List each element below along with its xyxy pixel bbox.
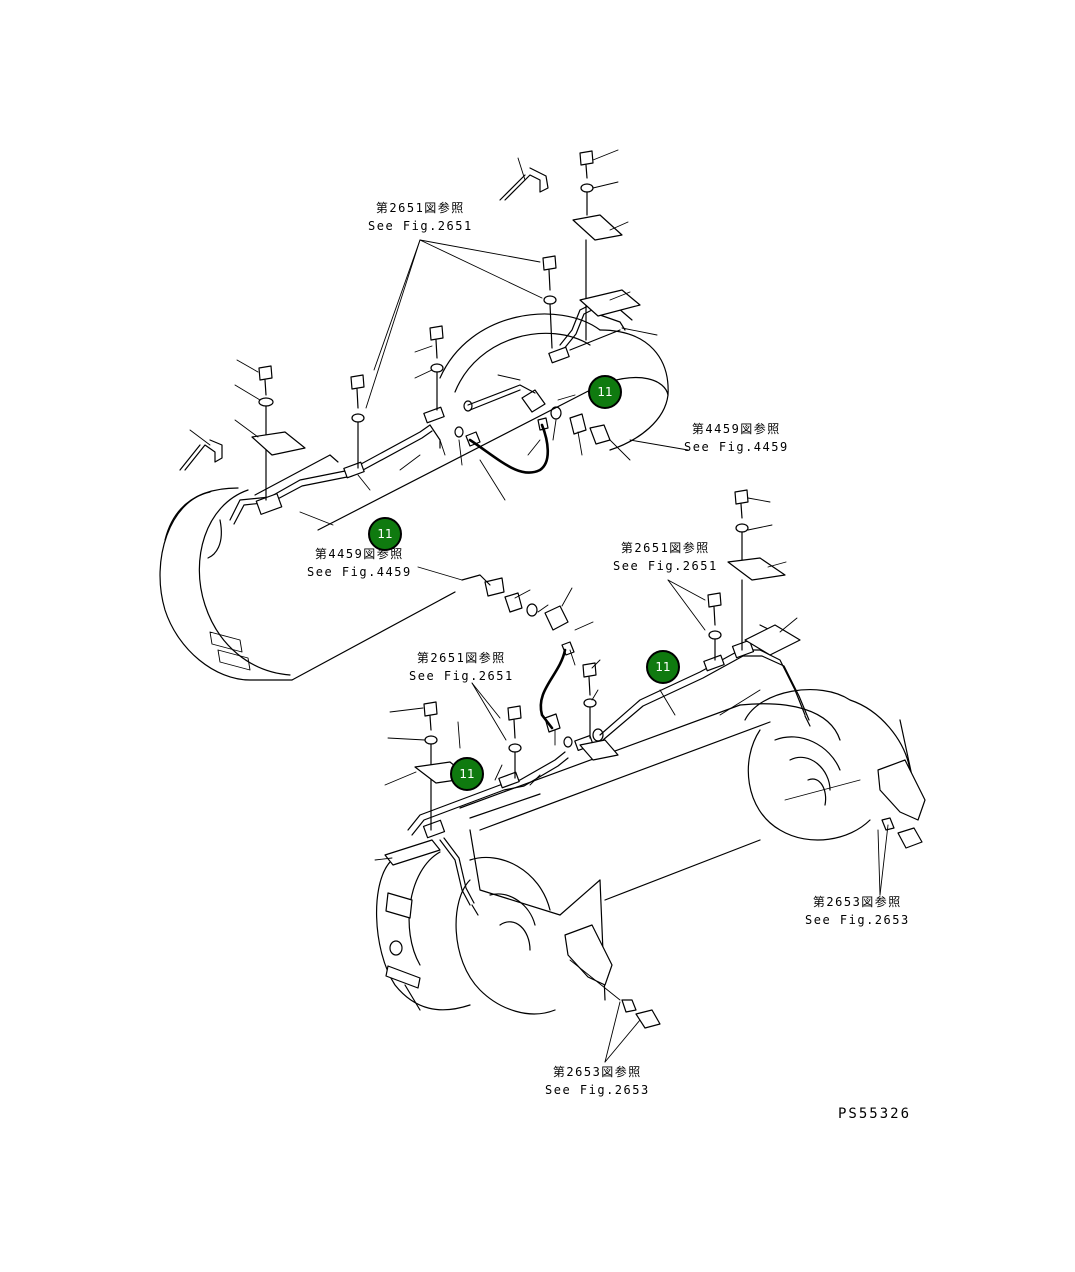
reference-en: See Fig.4459 [684, 440, 789, 454]
lower-fasteners [384, 489, 801, 866]
reference-jp: 第2653図参照 [812, 895, 902, 909]
reference-en: See Fig.4459 [307, 565, 412, 579]
reference-jp: 第2651図参照 [375, 201, 465, 215]
reference-label: 第4459図参照 See Fig.4459 [684, 420, 789, 456]
reference-en: See Fig.2653 [805, 913, 910, 927]
reference-en: See Fig.2651 [409, 669, 514, 683]
reference-label: 第2653図参照 See Fig.2653 [545, 1063, 650, 1099]
upper-fasteners [179, 150, 641, 501]
reference-label: 第2651図参照 See Fig.2651 [368, 199, 473, 235]
part-callout[interactable]: 11 [368, 517, 402, 551]
middle-coupling [461, 574, 594, 746]
upper-leader-lines [189, 149, 689, 601]
part-callout[interactable]: 11 [588, 375, 622, 409]
lower-leader-lines [374, 497, 923, 1063]
reference-jp: 第4459図参照 [691, 422, 781, 436]
reference-jp: 第4459図参照 [314, 547, 404, 561]
reference-en: See Fig.2651 [613, 559, 718, 573]
lower-axle-housing [376, 689, 926, 1015]
reference-label: 第2653図参照 See Fig.2653 [805, 893, 910, 929]
part-callout[interactable]: 11 [646, 650, 680, 684]
part-callout[interactable]: 11 [450, 757, 484, 791]
drawing-number: PS55326 [838, 1106, 912, 1122]
reference-label: 第2651図参照 See Fig.2651 [409, 649, 514, 685]
reference-jp: 第2653図参照 [552, 1065, 642, 1079]
reference-jp: 第2651図参照 [416, 651, 506, 665]
upper-hoses [454, 389, 611, 474]
reference-jp: 第2651図参照 [620, 541, 710, 555]
upper-axle-housing [159, 313, 669, 681]
reference-label: 第2651図参照 See Fig.2651 [613, 539, 718, 575]
reference-label: 第4459図参照 See Fig.4459 [307, 545, 412, 581]
upper-brake-pipe [229, 304, 633, 525]
reference-en: See Fig.2653 [545, 1083, 650, 1097]
reference-en: See Fig.2651 [368, 219, 473, 233]
lower-brake-pipe [407, 639, 811, 916]
